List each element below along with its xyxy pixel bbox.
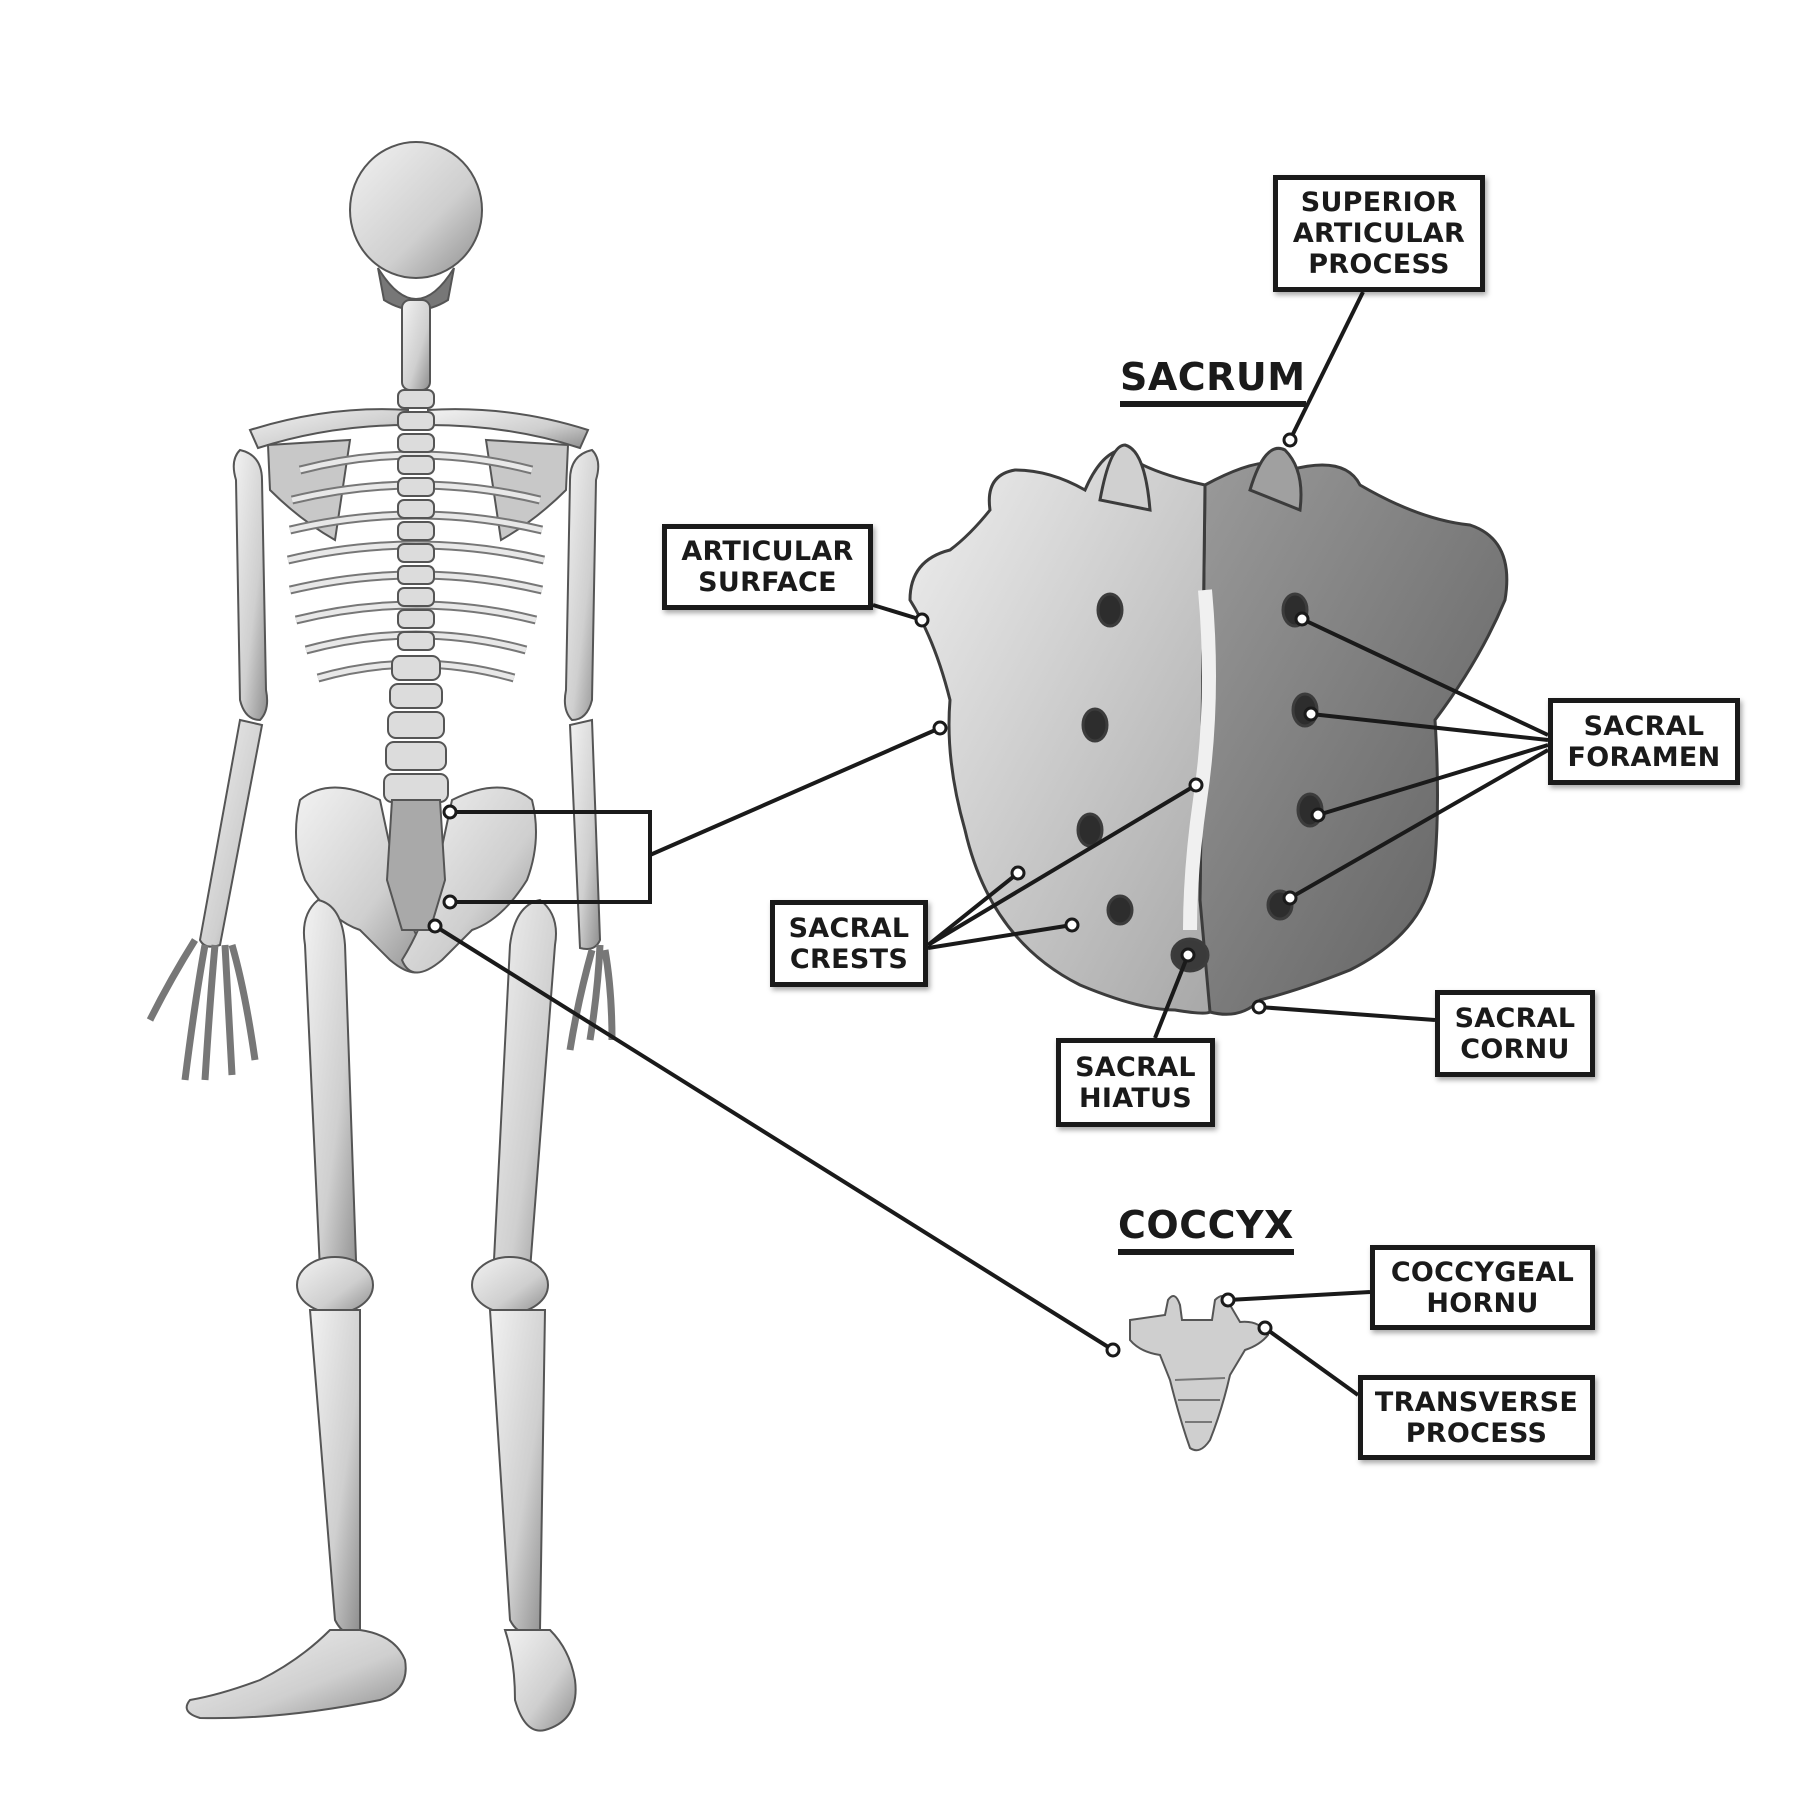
label-coccygeal-hornu: COCCYGEAL HORNU (1370, 1245, 1595, 1330)
sacrum-bracket-line (450, 810, 652, 904)
sacrum-callout-line (649, 726, 941, 857)
label-line: ARTICULAR (1292, 218, 1466, 249)
skull (349, 141, 483, 279)
label-transverse-process: TRANSVERSE PROCESS (1358, 1375, 1595, 1460)
sacrum-illustration (908, 443, 1509, 1016)
label-line: SACRAL (1075, 1051, 1196, 1083)
coccyx-callout-line (433, 924, 1115, 1352)
skeleton-illustration (146, 141, 616, 1732)
leader-lines (433, 291, 1549, 1397)
label-line: SUPERIOR (1300, 187, 1458, 218)
label-line: SACRAL (788, 912, 910, 944)
label-sacral-hiatus: SACRAL HIATUS (1056, 1038, 1215, 1127)
label-sacral-crests: SACRAL CRESTS (770, 900, 928, 987)
skeleton-sacrum (385, 799, 447, 931)
label-line: FORAMEN (1567, 741, 1721, 773)
label-line: HIATUS (1078, 1082, 1193, 1114)
label-line: SACRAL (1583, 710, 1705, 742)
label-line: SACRAL (1454, 1002, 1576, 1034)
label-sacral-cornu: SACRAL CORNU (1435, 990, 1595, 1077)
label-line: PROCESS (1405, 1417, 1548, 1449)
label-sacral-foramen: SACRAL FORAMEN (1548, 698, 1740, 785)
coccyx-title: COCCYX (1118, 1205, 1294, 1255)
label-line: HORNU (1426, 1287, 1539, 1319)
coccyx-illustration (1129, 1295, 1270, 1452)
label-line: CRESTS (789, 943, 909, 975)
label-superior-articular-process: SUPERIOR ARTICULAR PROCESS (1273, 175, 1485, 292)
label-articular-surface: ARTICULAR SURFACE (662, 524, 873, 610)
label-line: PROCESS (1308, 249, 1450, 280)
label-line: COCCYGEAL (1390, 1256, 1575, 1288)
callout-dots (427, 432, 1326, 1358)
label-line: SURFACE (698, 567, 837, 598)
sacrum-title: SACRUM (1120, 357, 1306, 407)
label-line: ARTICULAR (681, 536, 854, 567)
label-line: TRANSVERSE (1374, 1386, 1579, 1418)
label-line: CORNU (1460, 1033, 1570, 1065)
